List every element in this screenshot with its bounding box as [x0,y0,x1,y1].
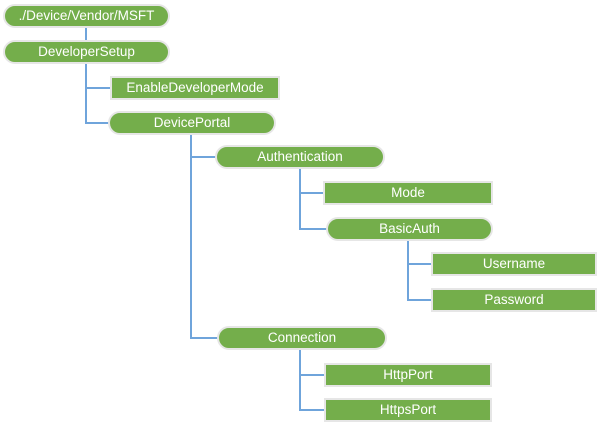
tree-node-username: Username [431,252,597,276]
tree-node-enable-developer-mode: EnableDeveloperMode [110,76,280,100]
tree-node-authentication: Authentication [215,145,385,169]
connector-branch-username [407,263,434,265]
tree-node-http-port: HttpPort [324,363,492,387]
tree-node-https-port: HttpsPort [324,398,492,422]
tree-node-mode: Mode [323,181,493,205]
connector-branch-enabledevelopermode [85,87,112,89]
connector-connection-trunk [299,350,301,411]
connector-authentication-trunk [299,169,301,230]
tree-node-developer-setup: DeveloperSetup [3,40,170,64]
connector-branch-httpsport [299,409,327,411]
tree-node-root: ./Device/Vendor/MSFT [3,4,170,28]
connector-branch-httpport [299,374,327,376]
connector-deviceportal-trunk [190,135,192,339]
tree-node-device-portal: DevicePortal [108,111,276,135]
connector-developersetup-trunk [85,64,87,124]
connector-branch-mode [299,192,327,194]
connector-branch-basicauth [299,228,333,230]
connector-branch-deviceportal [85,122,113,124]
connector-branch-authentication [190,156,222,158]
tree-node-connection: Connection [217,326,387,350]
connector-branch-password [407,299,434,301]
connector-branch-connection [190,337,224,339]
connector-root-to-developersetup [85,28,87,40]
tree-node-basic-auth: BasicAuth [326,217,493,241]
connector-basicauth-trunk [407,241,409,301]
tree-node-password: Password [431,288,597,312]
